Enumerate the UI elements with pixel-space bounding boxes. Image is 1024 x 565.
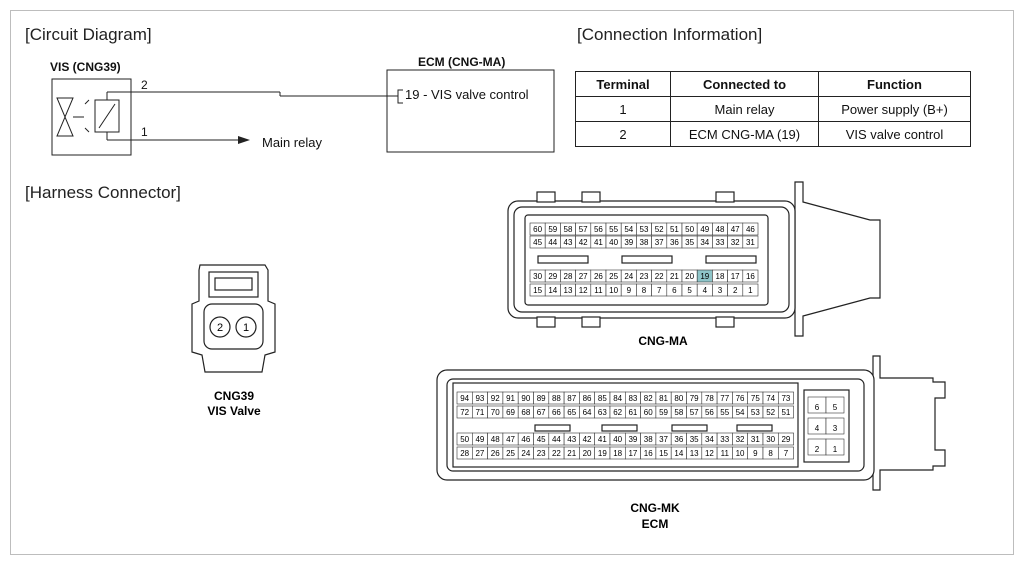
table-cell: 2 [575,121,671,147]
pin-2-label: 2 [141,78,148,92]
vis-component-label: VIS (CNG39) [50,60,121,74]
table-cell: Power supply (B+) [818,96,971,122]
table-cell: ECM CNG-MA (19) [670,121,819,147]
table-cell: Main relay [670,96,819,122]
table-cell: VIS valve control [818,121,971,147]
diagram-frame [10,10,1014,555]
ecm-pin-label: 19 - VIS valve control [405,87,529,102]
circuit-diagram-heading: [Circuit Diagram] [25,25,152,44]
table-row: 2 ECM CNG-MA (19) VIS valve control [575,121,971,147]
table-header-row: Terminal Connected to Function [575,71,971,97]
ecm-title: ECM (CNG-MA) [418,55,506,69]
table-row: 1 Main relay Power supply (B+) [575,96,971,122]
column-header: Terminal [575,71,671,97]
column-header: Function [818,71,971,97]
table-cell: 1 [575,96,671,122]
connection-table: Terminal Connected to Function 1 Main re… [575,71,971,147]
main-relay-label: Main relay [262,135,322,150]
connection-info-heading: [Connection Information] [577,25,763,44]
pin-1-label: 1 [141,125,148,139]
column-header: Connected to [670,71,819,97]
harness-connector-heading: [Harness Connector] [25,183,181,202]
